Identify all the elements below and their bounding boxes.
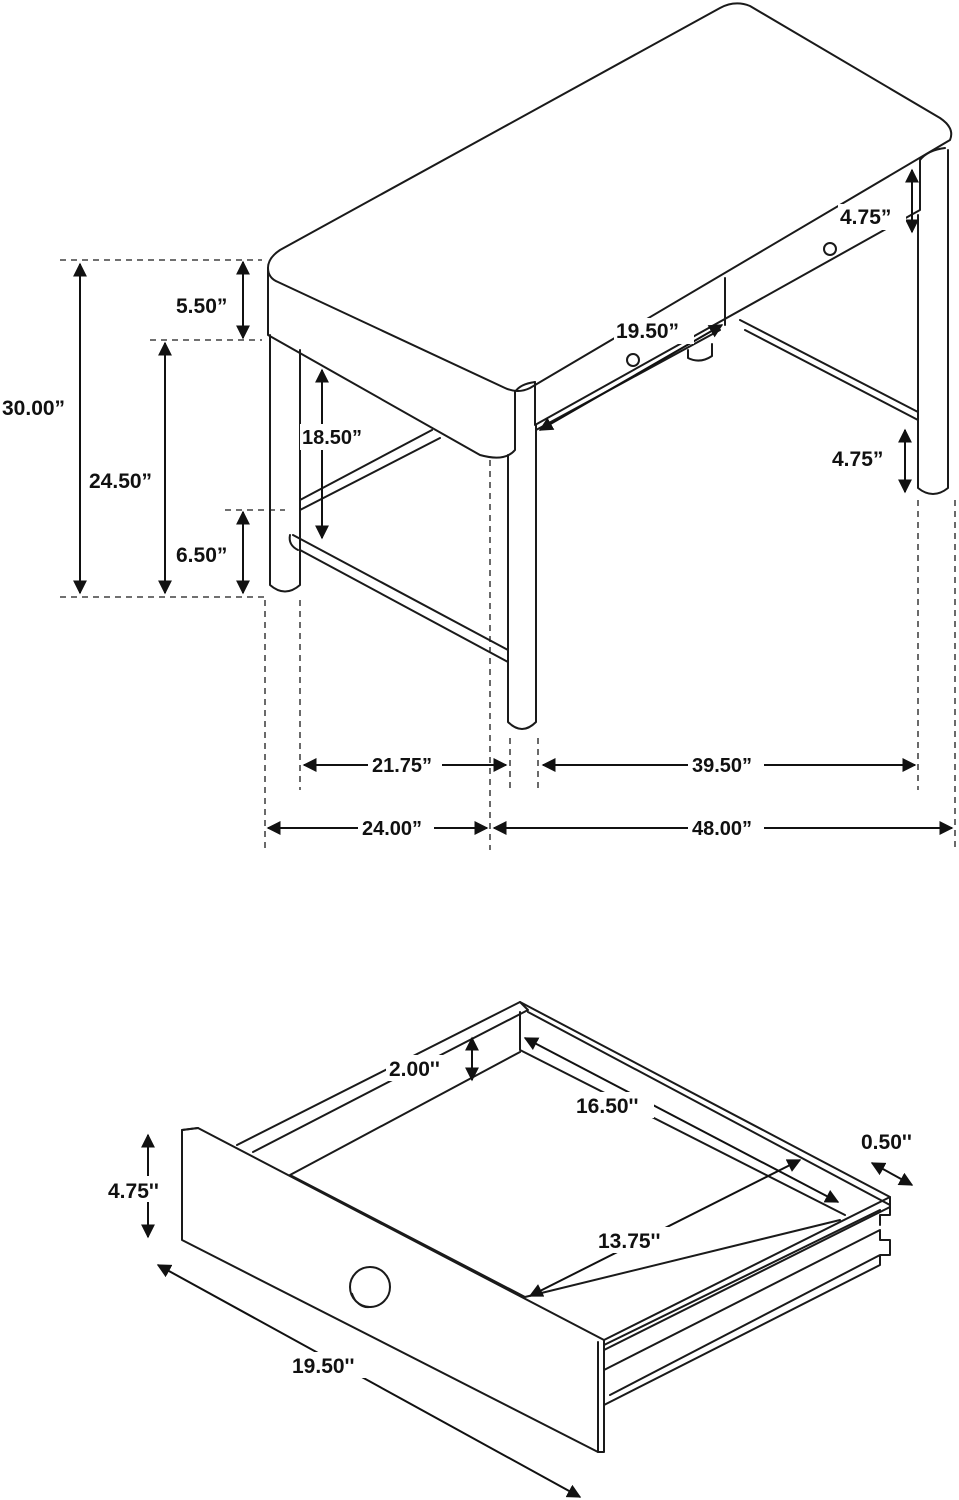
drawer-left-side [236,1001,529,1153]
label-stretcher-height: 6.50” [176,544,227,567]
label-total-height: 30.00” [2,397,65,420]
knob-right [823,242,837,256]
desk-drawing [267,2,953,730]
label-knee-clearance: 18.50” [302,427,362,449]
label-drawer-slide: 0.50'' [861,1131,912,1154]
label-leg-bottom: 4.75” [832,448,883,471]
label-drawer-front-height: 4.75” [840,206,891,229]
drawer-labels: 2.00'' 16.50'' 0.50'' 4.75'' 13.75'' 19.… [106,1055,928,1378]
label-drawer-front-height: 4.75'' [108,1180,159,1203]
label-drawer-inner-height: 2.00'' [389,1058,440,1081]
drawer-bottom [289,1051,841,1298]
label-drawer-front-width: 19.50'' [292,1355,355,1378]
drawer-slide [603,1204,891,1406]
leg-back-right [917,149,949,495]
knob-left [626,353,640,367]
desk-right-apron [534,147,946,426]
desk-dimension-arrows [73,168,954,835]
label-leg-height: 24.50” [89,470,152,493]
drawer-right-side [603,1196,891,1351]
drawer-drawing [181,1001,891,1453]
stretcher-right [739,319,919,421]
label-drawer-width: 19.50” [616,320,679,343]
label-top-thickness: 5.50” [176,295,227,318]
label-inner-width: 39.50” [692,755,752,777]
label-drawer-inner-depth: 16.50'' [576,1095,639,1118]
label-depth: 24.00” [362,818,422,840]
drawer-dimension-arrows [141,1036,914,1498]
label-width: 48.00” [692,818,752,840]
stretcher-side [292,534,509,663]
label-inner-depth: 21.75” [372,755,432,777]
label-drawer-inner-width: 13.75'' [598,1230,661,1253]
desk-extension-lines [60,259,956,850]
drawer-back-inner [519,1011,846,1216]
leg-front-left [507,424,537,730]
desk-apron [267,267,516,459]
desk-top [267,2,953,392]
leg-back-left [269,334,301,593]
desk-labels: 30.00” 5.50” 24.50” 6.50” 18.50” 4.75” 1… [0,204,906,841]
